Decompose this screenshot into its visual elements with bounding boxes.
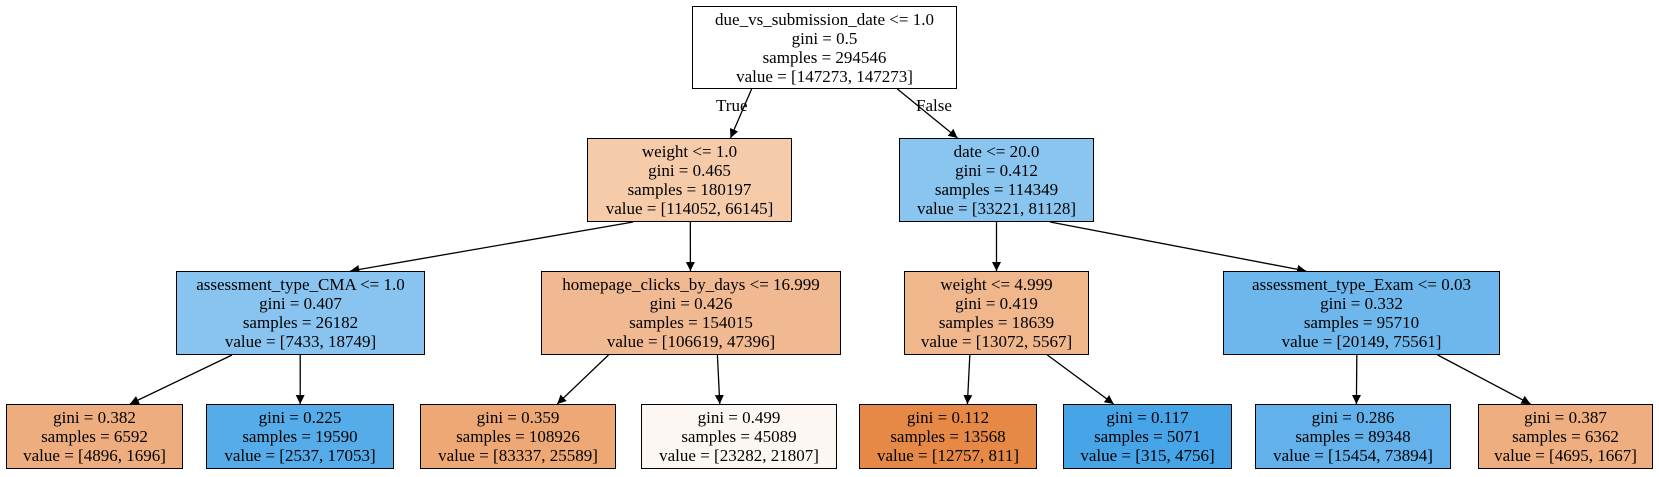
node-value: value = [33221, 81128]	[916, 199, 1077, 218]
node-condition: assessment_type_Exam <= 0.03	[1252, 275, 1471, 294]
node-samples: samples = 294546	[762, 47, 887, 67]
node-condition: homepage_clicks_by_days <= 16.999	[562, 275, 820, 294]
node-value: value = [15454, 73894]	[1273, 446, 1433, 465]
node-value: value = [12757, 811]	[876, 446, 1020, 465]
node-samples: samples = 5071	[1094, 427, 1201, 446]
node-samples: samples = 13568	[890, 427, 1006, 446]
node-samples: samples = 6592	[41, 427, 148, 446]
node-condition: due_vs_submission_date <= 1.0	[715, 9, 934, 29]
node-samples: samples = 108926	[456, 427, 580, 446]
edge-arrow	[350, 221, 634, 274]
node-gini: gini = 0.426	[649, 294, 733, 313]
node-gini: gini = 0.499	[697, 408, 781, 427]
node-value: value = [7433, 18749]	[224, 332, 377, 351]
node-gini: gini = 0.332	[1320, 294, 1403, 313]
node-samples: samples = 19590	[242, 427, 358, 446]
node-gini: gini = 0.407	[259, 294, 342, 313]
node-value: value = [20149, 75561]	[1281, 332, 1442, 351]
edge-label-false: False	[916, 96, 952, 115]
edge-arrow	[129, 354, 233, 405]
node-samples: samples = 89348	[1295, 427, 1411, 446]
node-gini: gini = 0.117	[1106, 408, 1189, 427]
node-samples: samples = 95710	[1303, 313, 1420, 332]
node-gini: gini = 0.419	[955, 294, 1038, 313]
node-gini: gini = 0.112	[906, 408, 990, 427]
edge-arrow	[729, 88, 753, 139]
node-value: value = [2537, 17053]	[224, 446, 376, 465]
edge-arrow	[896, 88, 958, 139]
node-condition: date <= 20.0	[953, 142, 1040, 161]
node-condition: weight <= 1.0	[641, 142, 738, 161]
node-gini: gini = 0.412	[955, 161, 1038, 180]
node-gini: gini = 0.5	[791, 28, 858, 48]
edge-arrow	[1046, 354, 1115, 405]
node-samples: samples = 18639	[938, 313, 1055, 332]
node-value: value = [4896, 1696]	[23, 446, 166, 465]
node-gini: gini = 0.465	[648, 161, 731, 180]
node-value: value = [147273, 147273]	[736, 66, 913, 86]
node-value: value = [106619, 47396]	[606, 332, 776, 351]
node-value: value = [114052, 66145]	[605, 199, 774, 218]
node-samples: samples = 6362	[1512, 427, 1619, 446]
node-samples: samples = 180197	[627, 180, 752, 199]
edge-arrow	[1050, 221, 1307, 274]
node-samples: samples = 45089	[681, 427, 797, 446]
node-gini: gini = 0.387	[1524, 408, 1607, 427]
edge-arrow	[1437, 354, 1531, 405]
node-samples: samples = 114349	[934, 180, 1059, 199]
node-value: value = [13072, 5567]	[920, 332, 1073, 351]
node-samples: samples = 26182	[242, 313, 359, 332]
node-value: value = [83337, 25589]	[438, 446, 598, 465]
edge-arrow	[963, 354, 973, 405]
node-value: value = [4695, 1667]	[1494, 446, 1637, 465]
node-gini: gini = 0.225	[258, 408, 342, 427]
node-value: value = [23282, 21807]	[659, 446, 819, 465]
node-gini: gini = 0.359	[476, 408, 560, 427]
node-samples: samples = 154015	[629, 313, 753, 332]
edge-arrow	[556, 354, 609, 405]
edge-arrow	[714, 354, 724, 405]
node-value: value = [315, 4756]	[1080, 446, 1215, 465]
node-gini: gini = 0.286	[1311, 408, 1395, 427]
edge-label-true: True	[716, 96, 748, 115]
node-condition: assessment_type_CMA <= 1.0	[196, 275, 405, 294]
node-gini: gini = 0.382	[53, 408, 136, 427]
node-condition: weight <= 4.999	[940, 275, 1053, 294]
